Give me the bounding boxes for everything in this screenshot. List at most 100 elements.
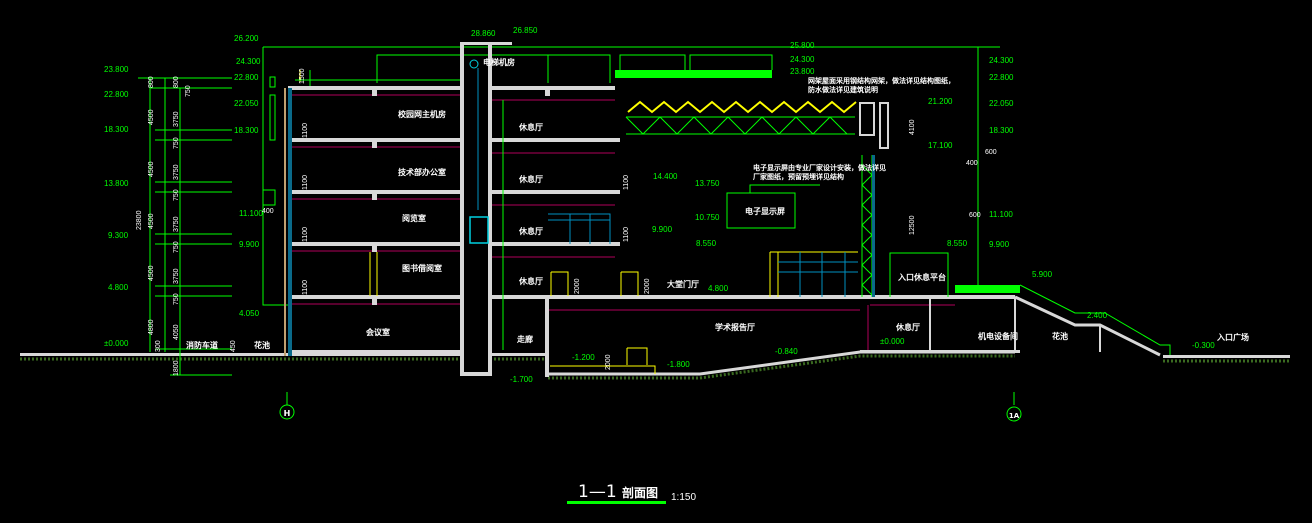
- elevation-label: 9.300: [108, 231, 129, 240]
- lounge-block: [490, 86, 1015, 377]
- hall-tower: [726, 155, 875, 297]
- room-label: 休息厅: [518, 276, 543, 286]
- dimension-text: 750: [173, 241, 180, 253]
- dimension-text: 3750: [173, 216, 180, 232]
- elevation-label: 4.800: [108, 283, 129, 292]
- elevation-label: 22.050: [234, 99, 259, 108]
- elevation-label: 17.100: [928, 141, 953, 150]
- dimension-text: 1100: [302, 123, 309, 138]
- dimension-text: 2000: [574, 278, 581, 294]
- dimension-text: 1100: [302, 280, 309, 295]
- elevation-label: 24.300: [989, 56, 1014, 65]
- dimension-text: 1100: [302, 227, 309, 242]
- dimension-text: 400: [966, 160, 978, 167]
- room-label: 电梯机房: [483, 57, 515, 67]
- elevation-label: 9.900: [989, 240, 1010, 249]
- room-label: 会议室: [366, 327, 390, 337]
- dimension-text: 2000: [644, 278, 651, 294]
- elevation-label: ±0.000: [880, 337, 905, 346]
- elevator-shaft: [460, 42, 512, 376]
- room-label: 入口休息平台: [897, 272, 946, 282]
- drawing-title: 1—1 剖面图 1:150: [567, 482, 696, 504]
- elevation-label: 18.300: [989, 126, 1014, 135]
- room-label: 图书借阅室: [402, 263, 442, 273]
- dimension-text: 4050: [173, 324, 180, 340]
- title-name: 剖面图: [622, 485, 658, 500]
- entrance-ramp: [867, 47, 1171, 357]
- dimension-text: 300: [155, 340, 162, 352]
- elevation-label: -1.800: [667, 360, 690, 369]
- left-dimension-chain: [138, 77, 232, 376]
- elevation-label: 5.900: [1032, 270, 1053, 279]
- elevation-label: 22.050: [989, 99, 1014, 108]
- title-number: 1—1: [578, 482, 617, 502]
- dimension-text: 4800: [148, 319, 155, 335]
- room-label: 学术报告厅: [715, 322, 755, 332]
- room-label: 休息厅: [518, 122, 543, 132]
- elevation-label: 8.550: [947, 239, 968, 248]
- room-label: 技术部办公室: [398, 167, 446, 177]
- dimension-text: 800: [148, 76, 155, 88]
- room-label: 入口广场: [1216, 332, 1249, 342]
- elevation-label: 23.800: [790, 67, 815, 76]
- note-screen-line: 厂家图纸，预留预埋详见结构: [753, 172, 844, 181]
- elevation-label: 24.300: [790, 55, 815, 64]
- display-screen-box: [726, 192, 796, 229]
- elevation-label: 21.200: [928, 97, 953, 106]
- elevation-label: 24.300: [236, 57, 261, 66]
- dimension-text: 800: [173, 76, 180, 88]
- roof-truss: [615, 54, 889, 149]
- room-label: 走廊: [516, 334, 533, 344]
- dimension-text: 4500: [148, 213, 155, 229]
- room-label: 花池: [254, 340, 270, 350]
- room-label: 阅览室: [402, 213, 426, 223]
- dimension-text: 23800: [136, 210, 143, 230]
- elevation-label: 14.400: [653, 172, 678, 181]
- elevation-label: 11.100: [989, 210, 1013, 219]
- axis-markers: H 1A: [279, 392, 1022, 422]
- room-label: 休息厅: [518, 174, 543, 184]
- dimension-text: 400: [262, 208, 274, 215]
- title-underline: [567, 501, 666, 504]
- elevation-label: 22.800: [989, 73, 1014, 82]
- dimension-text: 3750: [173, 164, 180, 180]
- dimension-text: 4500: [148, 161, 155, 177]
- room-label: 消防车道: [186, 340, 218, 350]
- dimension-text: 1100: [623, 175, 630, 190]
- room-label: 电子显示屏: [745, 206, 785, 216]
- elevation-label: 11.100: [239, 209, 263, 218]
- dimension-text: 12500: [909, 215, 916, 235]
- dimension-text: 750: [173, 189, 180, 201]
- elevation-label: -1.700: [510, 375, 533, 384]
- axis-label-1a: 1A: [1009, 412, 1020, 420]
- dimension-text: 3750: [173, 268, 180, 284]
- room-label: 花池: [1052, 331, 1068, 341]
- note-screen-line: 电子显示屏由专业厂家设计安装，做法详见: [753, 163, 886, 172]
- dimension-text: 750: [185, 85, 192, 97]
- elevation-label: 26.850: [513, 26, 538, 35]
- elevation-label: 25.800: [790, 41, 815, 50]
- dimension-text: 750: [173, 137, 180, 149]
- notes: 网架屋面采用钢结构网架，做法详见结构图纸， 防水做法详见建筑说明 电子显示屏由专…: [753, 76, 955, 181]
- elevation-label: 10.750: [695, 213, 720, 222]
- axis-label-h: H: [284, 409, 291, 418]
- note-roof-line: 防水做法详见建筑说明: [808, 85, 878, 94]
- elevation-label: 2.400: [1087, 311, 1108, 320]
- dimension-text: 750: [173, 293, 180, 305]
- ground-line: [20, 350, 1290, 380]
- elevation-label: 18.300: [104, 125, 129, 134]
- elevation-label: 28.860: [471, 29, 496, 38]
- elevation-label: 13.750: [695, 179, 720, 188]
- dimension-labels: 23800 800 4500 4500 4500 4500 4800 800 7…: [136, 68, 997, 376]
- elevation-label: 22.800: [104, 90, 129, 99]
- elevation-label: -0.840: [775, 347, 798, 356]
- note-roof-line: 网架屋面采用钢结构网架，做法详见结构图纸，: [808, 76, 955, 85]
- dimension-text: 4500: [148, 265, 155, 281]
- dimension-text: 1100: [623, 227, 630, 242]
- dimension-text: 600: [969, 212, 981, 219]
- room-label: 大堂门厅: [667, 279, 699, 289]
- elevation-label: 8.550: [696, 239, 717, 248]
- elevation-label: -0.300: [1192, 341, 1215, 350]
- room-label: 休息厅: [518, 226, 543, 236]
